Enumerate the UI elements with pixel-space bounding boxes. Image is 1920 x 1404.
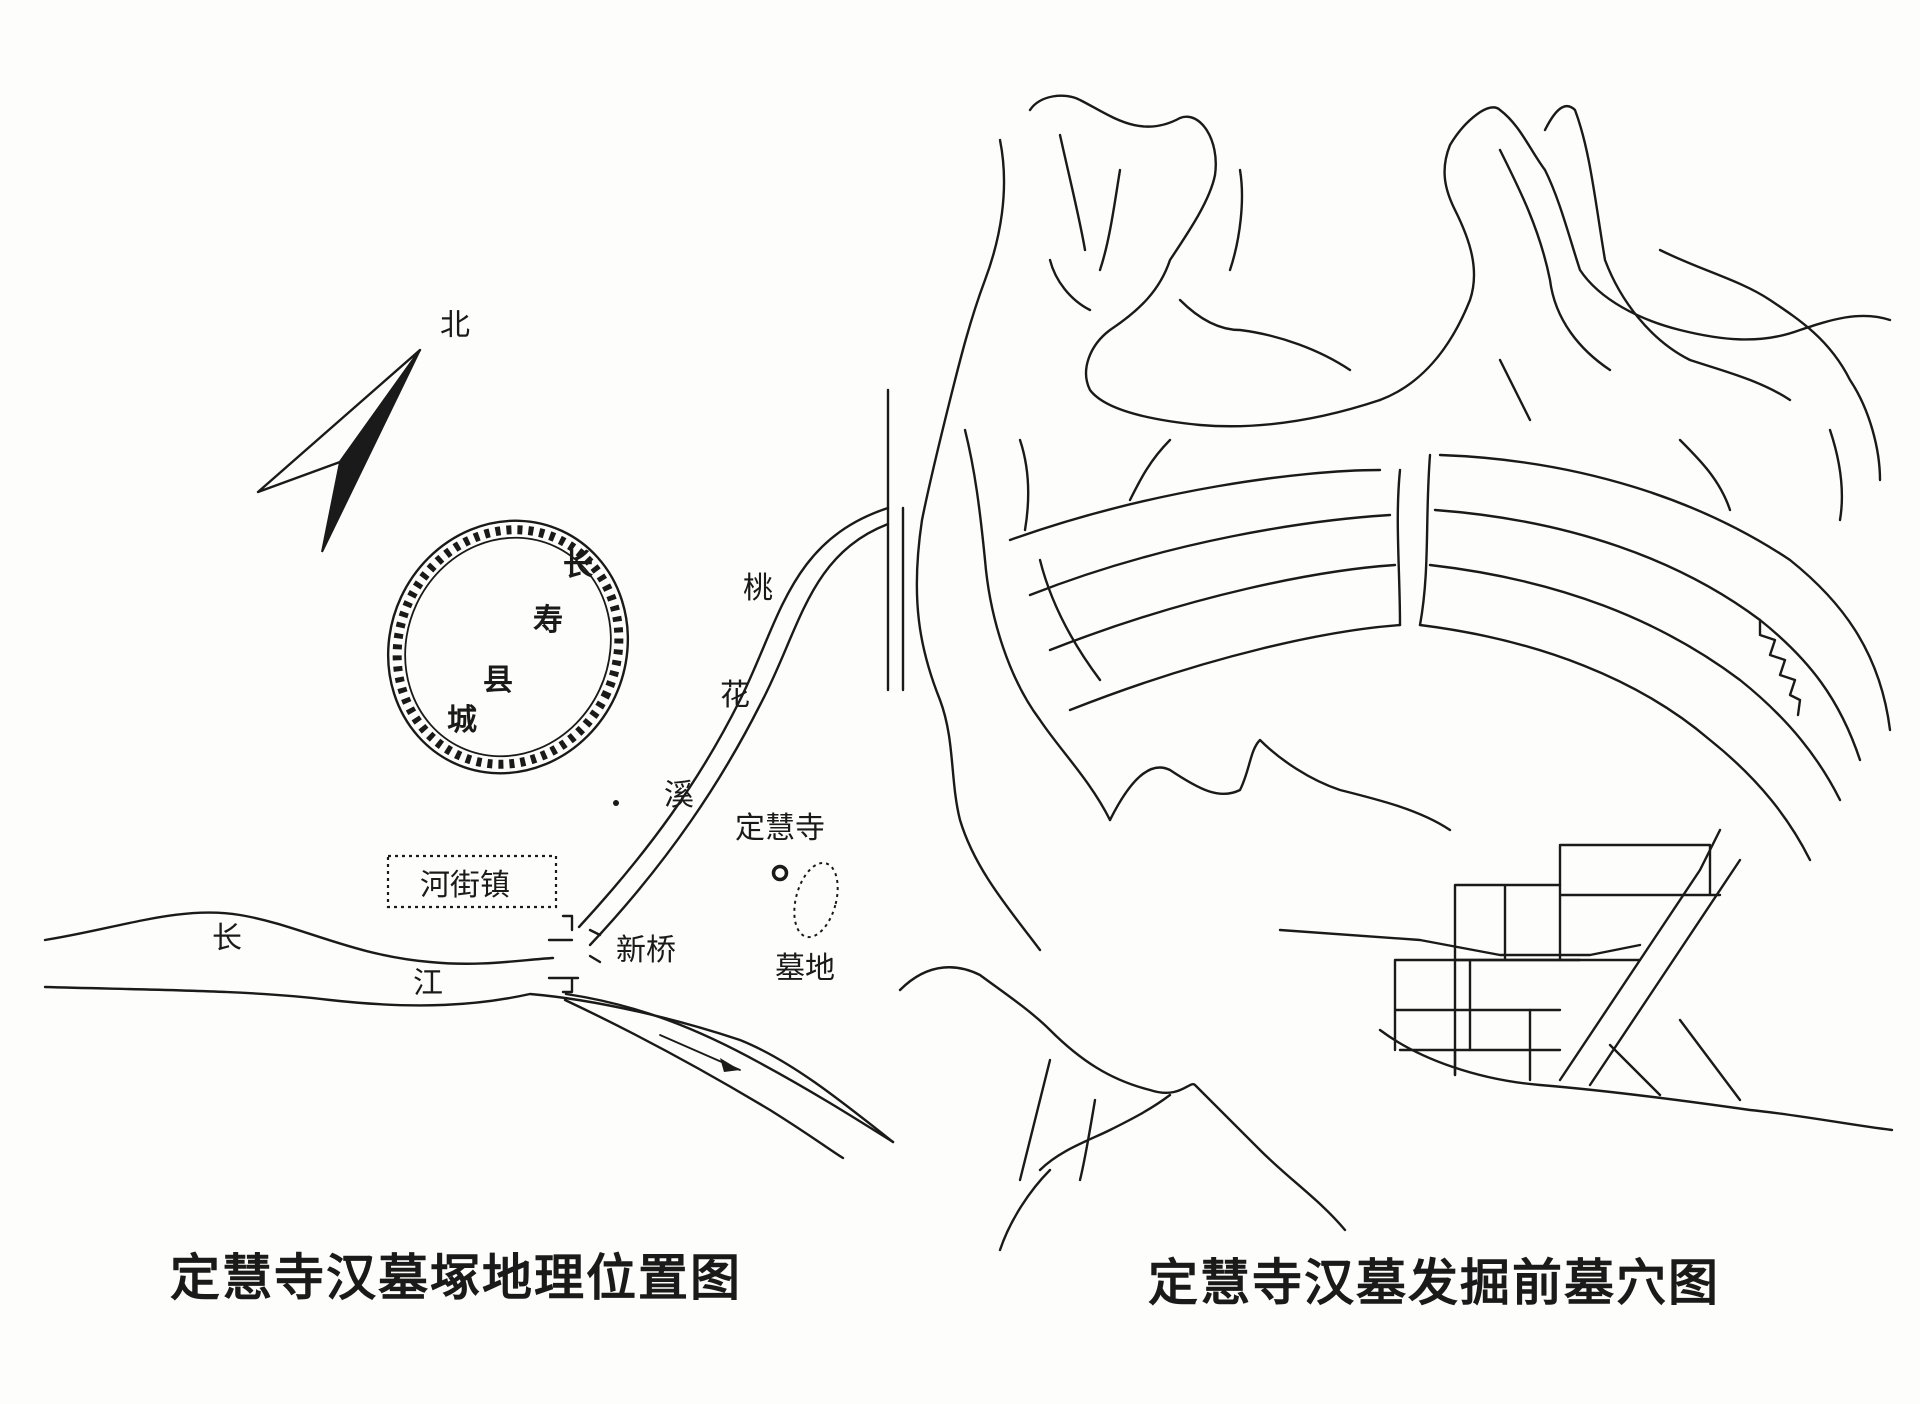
county-city-wall	[386, 519, 630, 775]
town-boundary	[386, 854, 558, 909]
cemetery-boundary	[793, 861, 839, 939]
temple-label: 定慧寺	[735, 811, 825, 846]
location-map: 北 长 寿 县 城 河街镇 长 江	[43, 308, 895, 1160]
city-label-char-3: 县	[483, 663, 513, 698]
terrace-bands	[1008, 453, 1892, 862]
cemetery-label: 墓地	[775, 951, 835, 986]
foreground-ridge	[898, 966, 1347, 1232]
stream-label-char-3: 溪	[664, 778, 694, 813]
right-map-caption: 定慧寺汉墓发掘前墓穴图	[1148, 1254, 1720, 1312]
stream-label-char-1: 桃	[743, 571, 773, 606]
river-bank-south	[564, 992, 895, 1144]
map-dot	[613, 800, 619, 806]
city-label-char-2: 寿	[533, 603, 563, 638]
new-bridge	[547, 914, 602, 994]
city-label-char-4: 城	[447, 703, 477, 738]
river-bank-east	[563, 998, 845, 1160]
river-label-char-2: 江	[413, 966, 443, 1001]
bridge-label: 新桥	[616, 933, 676, 968]
river-label-char-1: 长	[212, 921, 242, 956]
north-label: 北	[440, 308, 470, 343]
tomb-landscape-drawing	[886, 94, 1894, 1252]
stream-label-char-2: 花	[720, 678, 750, 713]
town-label: 河街镇	[420, 868, 510, 903]
yangtze-river	[43, 911, 895, 1144]
stepped-edge	[1758, 618, 1802, 717]
left-map-caption: 定慧寺汉墓塚地理位置图	[170, 1249, 742, 1307]
north-arrow-icon	[256, 348, 422, 553]
flow-direction-arrow-icon	[659, 1034, 741, 1072]
taohua-stream	[577, 506, 890, 947]
city-label-char-1: 长	[563, 548, 593, 583]
temple-marker-icon	[771, 864, 789, 882]
tomb-block-grid	[1278, 828, 1894, 1132]
